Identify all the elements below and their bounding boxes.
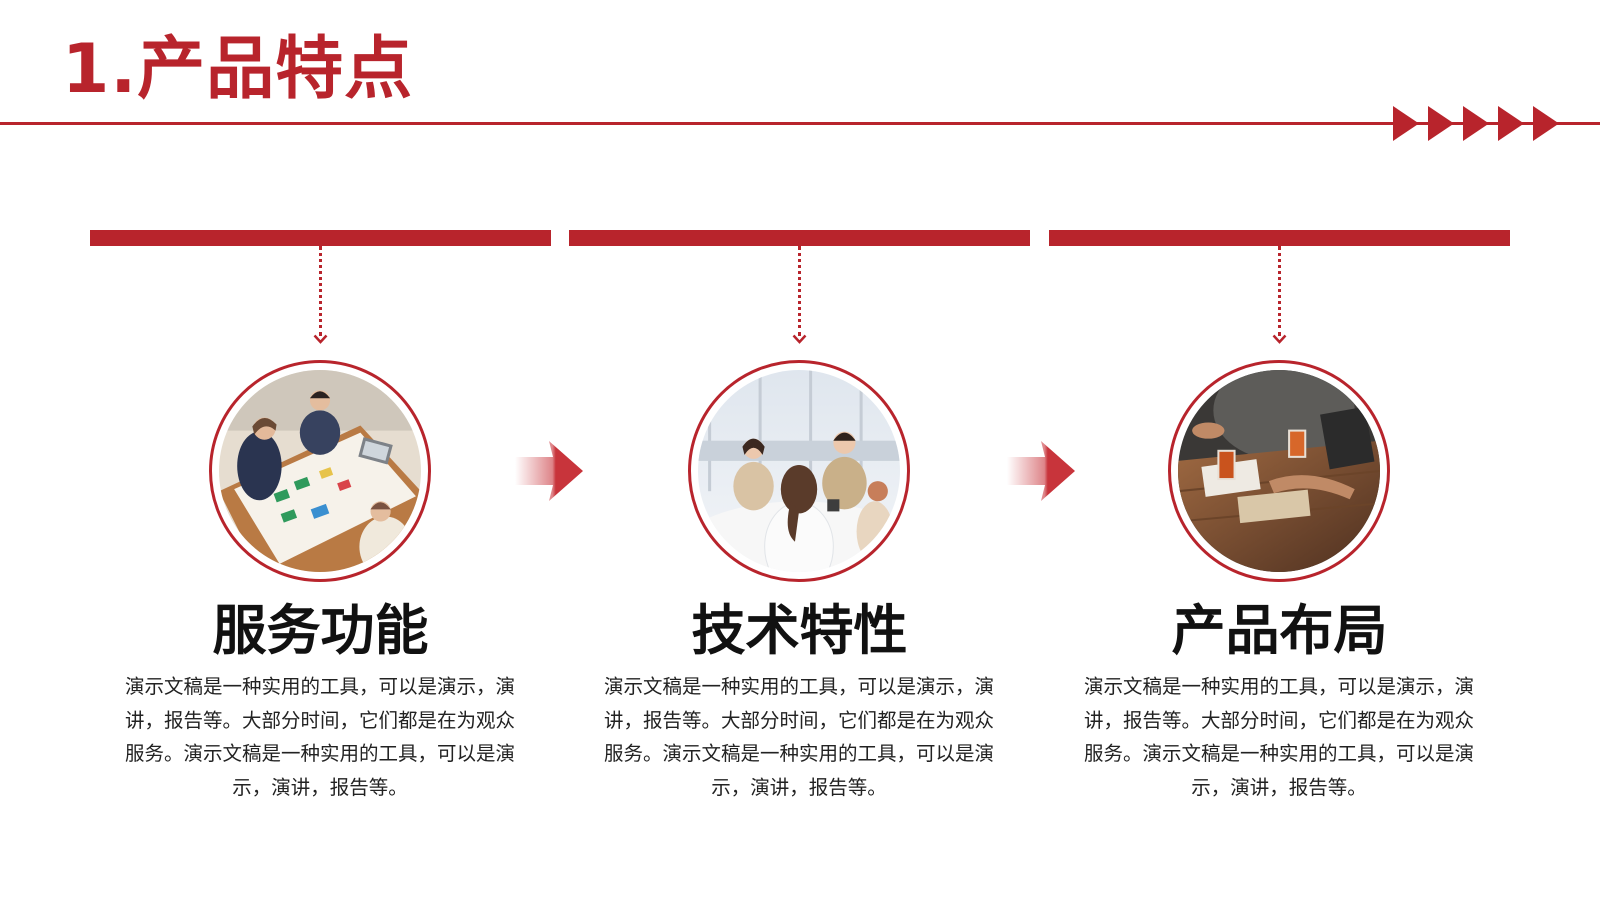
- photo-ring: [688, 360, 910, 582]
- feature-heading: 产品布局: [1171, 599, 1388, 662]
- feature-description: 演示文稿是一种实用的工具，可以是演示，演讲，报告等。大部分时间，它们都是在为观众…: [603, 675, 994, 800]
- feature-description: 演示文稿是一种实用的工具，可以是演示，演讲，报告等。大部分时间，它们都是在为观众…: [1083, 675, 1474, 800]
- photo-ring: [1168, 360, 1390, 582]
- office-discussion-photo: [698, 370, 900, 572]
- right-arrow-icon: [1007, 441, 1075, 501]
- chevron-right-icon: [1533, 106, 1559, 141]
- right-arrow-icon: [515, 441, 583, 501]
- feature-card-2: 技术特性 演示文稿是一种实用的工具，可以是演示，演讲，报告等。大部分时间，它们都…: [569, 230, 1030, 830]
- down-arrow-icon: [792, 334, 807, 344]
- chevron-right-icon: [1393, 106, 1419, 141]
- feature-top-bar: [90, 230, 551, 246]
- workspace-table-photo: [1178, 370, 1380, 572]
- dotted-connector: [798, 246, 801, 336]
- team-meeting-photo: [219, 370, 421, 572]
- feature-top-bar: [569, 230, 1030, 246]
- page-title: 1.产品特点: [62, 30, 414, 109]
- dotted-connector: [1278, 246, 1281, 336]
- chevron-right-icon: [1463, 106, 1489, 141]
- feature-card-3: 产品布局 演示文稿是一种实用的工具，可以是演示，演讲，报告等。大部分时间，它们都…: [1049, 230, 1510, 830]
- feature-top-bar: [1049, 230, 1510, 246]
- chevron-right-icon: [1428, 106, 1454, 141]
- chevron-arrows-decoration: [1393, 106, 1559, 141]
- title-divider-line: [0, 122, 1600, 125]
- feature-card-1: 服务功能 演示文稿是一种实用的工具，可以是演示，演讲，报告等。大部分时间，它们都…: [90, 230, 551, 830]
- feature-description: 演示文稿是一种实用的工具，可以是演示，演讲，报告等。大部分时间，它们都是在为观众…: [124, 675, 515, 800]
- down-arrow-icon: [313, 334, 328, 344]
- chevron-right-icon: [1498, 106, 1524, 141]
- photo-ring: [209, 360, 431, 582]
- feature-heading: 技术特性: [691, 599, 908, 662]
- feature-heading: 服务功能: [212, 599, 429, 662]
- down-arrow-icon: [1272, 334, 1287, 344]
- dotted-connector: [319, 246, 322, 336]
